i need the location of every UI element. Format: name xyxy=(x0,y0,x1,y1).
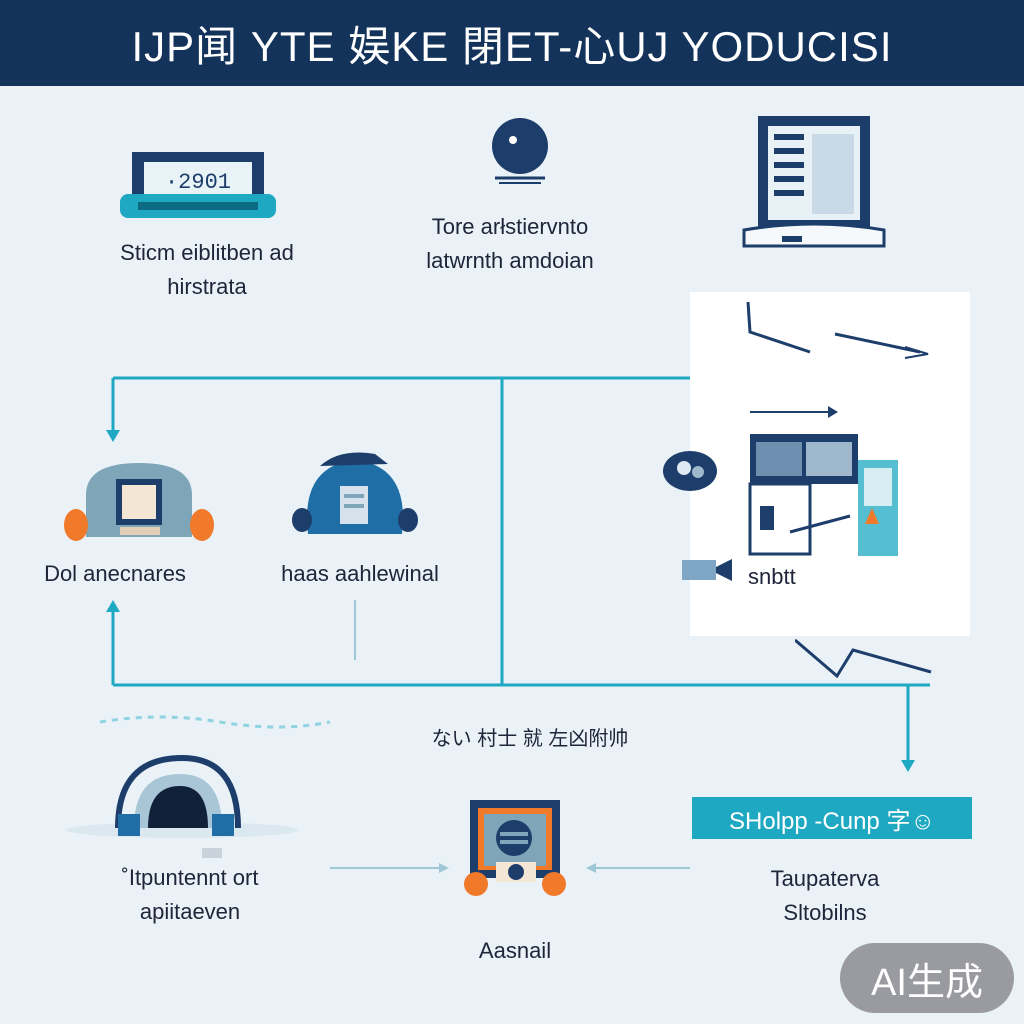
middle-caption: ない 村士 就 左凶附帅 xyxy=(431,728,629,750)
ai-generated-badge-label: AI生成 xyxy=(871,961,983,1004)
wave-decoration xyxy=(99,715,331,729)
node-bottom-center-label: Aasnail xyxy=(478,938,552,963)
computer-device-icon xyxy=(742,116,886,248)
node-bottom-left-label: ˚Itpuntennt ort apiitaeven xyxy=(60,861,320,929)
node-top-left-line1: Sticm eiblitben ad xyxy=(120,240,294,265)
arrow-left-icon xyxy=(586,863,596,873)
ai-generated-badge: AI生成 xyxy=(840,943,1014,1013)
node-mid-left-label: Dol anecnares xyxy=(44,561,186,586)
arrow-up-left xyxy=(106,600,120,612)
globe-icon xyxy=(492,118,548,184)
help-bar[interactable]: SHolpp -Cunp 字☺ xyxy=(692,797,972,839)
node-top-left-line2: hirstrata xyxy=(167,274,247,299)
robot-device-icon xyxy=(464,800,566,896)
node-mid-right-label: snbtt xyxy=(748,564,796,589)
node-bottom-left-line2: apiitaeven xyxy=(139,899,241,924)
node-top-left-label: Sticm eiblitben ad hirstrata xyxy=(82,236,332,304)
headset-icon xyxy=(66,754,298,858)
printer-device-icon xyxy=(292,452,418,534)
node-bottom-right-line1: Taupaterva xyxy=(770,866,880,891)
people-icon xyxy=(663,451,717,491)
node-bottom-right-line2: Sltobilns xyxy=(783,900,867,925)
arrow-down-right xyxy=(901,760,915,772)
arrow-down-left xyxy=(106,430,120,442)
node-top-center-label: Tore arłstiervnto latwrnth amdoian xyxy=(380,210,640,278)
arrow-right-icon xyxy=(439,863,449,873)
node-bottom-right-label: Taupaterva Sltobilns xyxy=(720,862,930,930)
right-panel: snbtt xyxy=(690,292,970,636)
zigzag-decoration xyxy=(795,638,932,679)
display-device-icon: ·2901 xyxy=(120,152,276,218)
page-title: IJP闻 YTE 娱KE 閉ET-心UJ YODUCISI xyxy=(131,22,893,70)
node-top-center-line1: Tore arłstiervnto xyxy=(431,214,589,239)
page-header: IJP闻 YTE 娱KE 閉ET-心UJ YODUCISI xyxy=(0,0,1024,86)
node-mid-center-label: haas aahlewinal xyxy=(281,561,439,586)
help-bar-label: SHolpp -Cunp 字☺ xyxy=(729,807,935,835)
camera-icon xyxy=(682,559,732,581)
node-bottom-left-line1: ˚Itpuntennt ort xyxy=(121,865,259,890)
display-readout: ·2901 xyxy=(165,170,231,195)
scanner-device-icon xyxy=(64,463,214,541)
node-top-center-line2: latwrnth amdoian xyxy=(426,248,594,273)
panel-illustration xyxy=(746,301,929,556)
